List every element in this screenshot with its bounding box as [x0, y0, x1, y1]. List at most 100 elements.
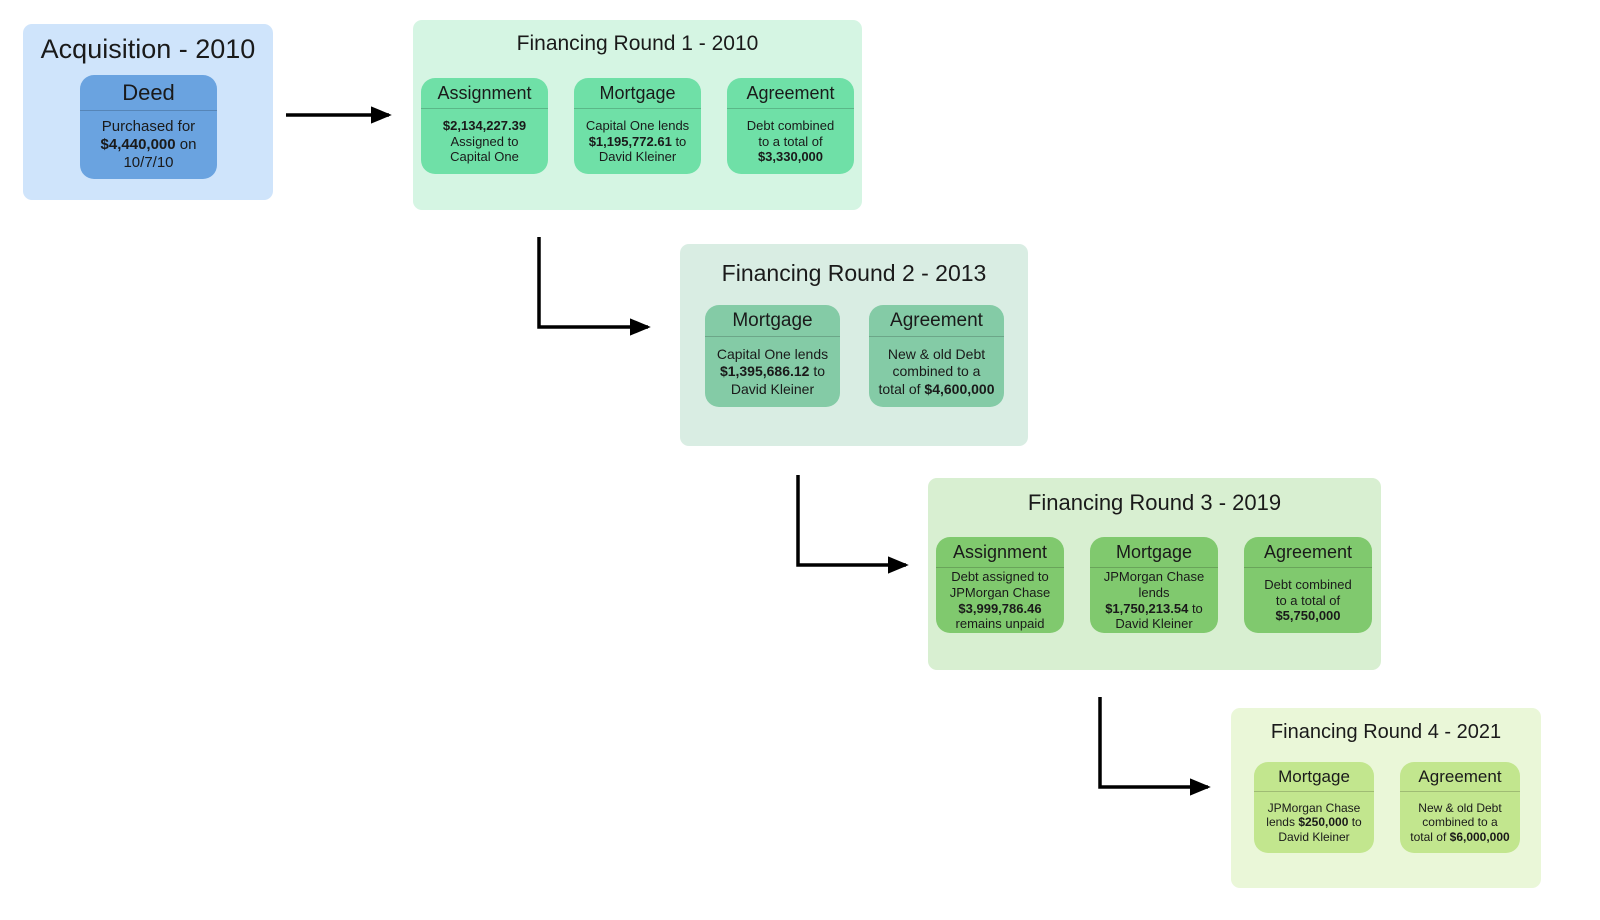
card-text: Debt assigned to	[951, 568, 1049, 584]
card-text-line: combined to a	[879, 363, 995, 380]
amount-text: $250,000	[1298, 815, 1349, 830]
card-text-line: David Kleiner	[717, 381, 828, 398]
card-text-line: Debt combined	[1264, 577, 1351, 593]
arrow-round3-to-round4	[1098, 697, 1211, 796]
card-text: total of	[1410, 829, 1450, 844]
card-text-line: Assigned to	[443, 134, 526, 150]
card-text-line: Capital One lends	[586, 118, 689, 134]
card-header: Agreement	[1244, 537, 1372, 568]
amount-text: $1,750,213.54	[1105, 600, 1189, 616]
card-text: David Kleiner	[598, 149, 677, 165]
card-text-line: lends $250,000 to	[1266, 815, 1361, 830]
card-header: Deed	[80, 75, 217, 111]
card-text: to	[671, 133, 687, 149]
card-text: lends	[1138, 584, 1170, 600]
card-text: New & old Debt	[887, 346, 986, 363]
card-text-line: total of $6,000,000	[1410, 830, 1509, 845]
card-header: Assignment	[936, 537, 1064, 568]
card-text: to a total of	[1275, 592, 1341, 608]
amount-text: $1,395,686.12	[719, 363, 810, 380]
card-text: combined to a	[1422, 815, 1498, 830]
card-text: JPMorgan Chase	[949, 584, 1051, 600]
card-text: remains unpaid	[955, 616, 1045, 632]
card-header: Assignment	[421, 78, 548, 109]
amount-text: $3,999,786.46	[958, 600, 1042, 616]
card-header: Mortgage	[574, 78, 701, 109]
card-text-line: Debt combined	[747, 118, 834, 134]
card-text: Debt combined	[746, 117, 835, 133]
card-text-line: JPMorgan Chase	[950, 585, 1050, 601]
card-text-line: $4,440,000 on	[101, 136, 197, 154]
stage-title: Financing Round 2 - 2013	[721, 260, 987, 286]
card-text: David Kleiner	[1115, 616, 1193, 632]
card-text-line: Capital One lends	[717, 346, 828, 363]
card-text-line: $1,195,772.61 to	[586, 134, 689, 150]
card-text: JPMorgan Chase	[1103, 568, 1205, 584]
card-header: Mortgage	[1254, 762, 1374, 792]
stage-title: Acquisition - 2010	[40, 34, 256, 64]
card-text: Debt combined	[1264, 576, 1352, 592]
card-text: Assigned to	[450, 133, 519, 149]
arrow-round2-to-round3	[796, 475, 909, 574]
card-text-line: JPMorgan Chase	[1104, 569, 1204, 585]
card-text-line: total of $4,600,000	[879, 381, 995, 398]
card-header: Agreement	[869, 305, 1004, 337]
card-text: on	[175, 135, 197, 153]
card-header: Agreement	[1400, 762, 1520, 792]
card-text-line: to a total of	[747, 134, 834, 150]
amount-text: $2,134,227.39	[442, 117, 527, 133]
card-text: Capital One lends	[716, 346, 829, 363]
card-text-line: $3,999,786.46	[950, 601, 1050, 617]
amount-text: $4,440,000	[100, 135, 176, 153]
card-text-line: $5,750,000	[1264, 608, 1351, 624]
card-text-line: Capital One	[443, 149, 526, 165]
card-header: Mortgage	[705, 305, 840, 337]
card-text-line: $1,395,686.12 to	[717, 363, 828, 380]
card-header: Agreement	[727, 78, 854, 109]
stage-title: Financing Round 3 - 2019	[1027, 490, 1282, 515]
card-text-line: lends	[1104, 585, 1204, 601]
card-text-line: David Kleiner	[1104, 616, 1204, 632]
amount-text: $1,195,772.61	[588, 133, 672, 149]
card-text-line: $3,330,000	[747, 149, 834, 165]
card-text: to a total of	[758, 133, 823, 149]
card-text: to	[1188, 600, 1203, 616]
card-text-line: to a total of	[1264, 593, 1351, 609]
amount-text: $3,330,000	[757, 149, 824, 165]
amount-text: $5,750,000	[1275, 608, 1341, 624]
card-text: Capital One	[450, 149, 519, 165]
card-text: New & old Debt	[1418, 800, 1502, 815]
card-text: Purchased for	[101, 117, 196, 135]
stage-title: Financing Round 1 - 2010	[516, 32, 759, 55]
stage-title: Financing Round 4 - 2021	[1270, 721, 1502, 743]
amount-text: $4,600,000	[924, 380, 995, 397]
card-text-line: remains unpaid	[950, 616, 1050, 632]
arrow-round1-to-round2	[537, 237, 651, 336]
card-text: lends	[1266, 815, 1299, 830]
card-text-line: Purchased for	[101, 118, 197, 136]
